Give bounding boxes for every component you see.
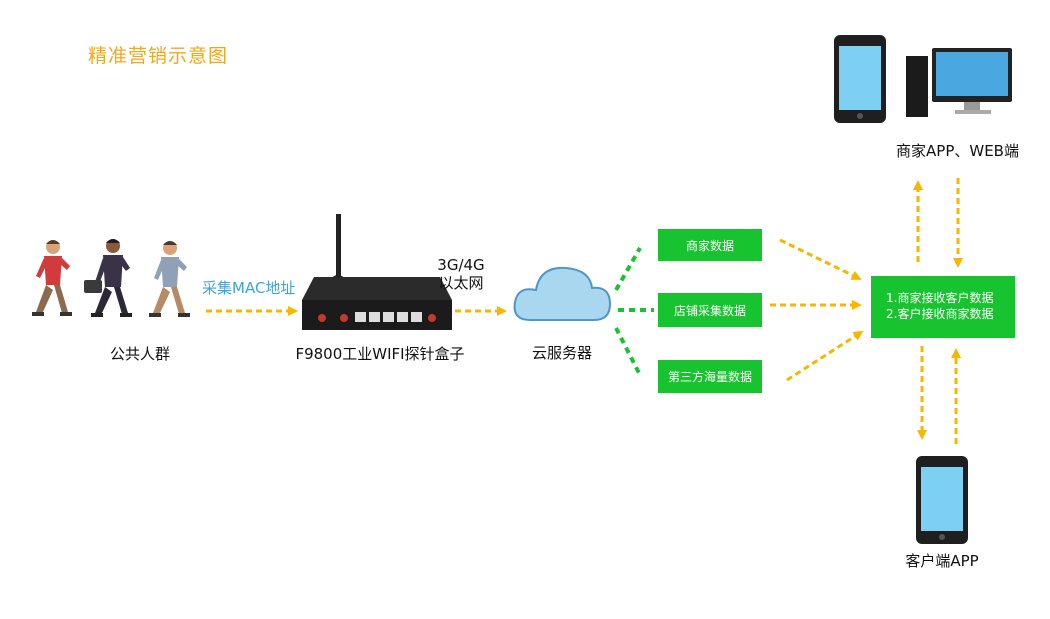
- antenna-icon: [336, 214, 341, 280]
- person-red: [32, 240, 72, 316]
- tablet-icon: [834, 35, 886, 123]
- cloud-label: 云服务器: [531, 344, 592, 362]
- person-grey: [149, 241, 190, 317]
- receive-box: 1.商家接收客户数据 2.客户接收商家数据: [871, 276, 1015, 338]
- mac-label: 采集MAC地址: [202, 279, 296, 297]
- merchant-data-box: 商家数据: [658, 229, 762, 261]
- arrow-third-receive: [786, 330, 864, 382]
- network-label: 3G/4G 以太网: [430, 256, 492, 292]
- phone-icon: [916, 456, 968, 544]
- network-label-line1: 3G/4G: [437, 256, 485, 274]
- desktop-computer-icon: [906, 48, 1012, 117]
- third-party-data-box: 第三方海量数据: [658, 360, 762, 393]
- green-link-top: [614, 247, 642, 291]
- store-data-box: 店铺采集数据: [658, 293, 762, 327]
- router-label: F9800工业WIFI探针盒子: [295, 345, 465, 363]
- crowd-label: 公共人群: [109, 345, 170, 363]
- merchant-label: 商家APP、WEB端: [896, 142, 1019, 160]
- person-suit: [84, 239, 132, 317]
- green-link-bottom: [614, 327, 642, 376]
- receive-line-1: 1.商家接收客户数据: [886, 291, 994, 305]
- arrow-merchant-receive: [779, 238, 862, 280]
- receive-line-2: 2.客户接收商家数据: [886, 307, 994, 321]
- network-label-line2: 以太网: [438, 274, 484, 292]
- client-label: 客户端APP: [905, 552, 979, 570]
- diagram-title: 精准营销示意图: [88, 45, 229, 67]
